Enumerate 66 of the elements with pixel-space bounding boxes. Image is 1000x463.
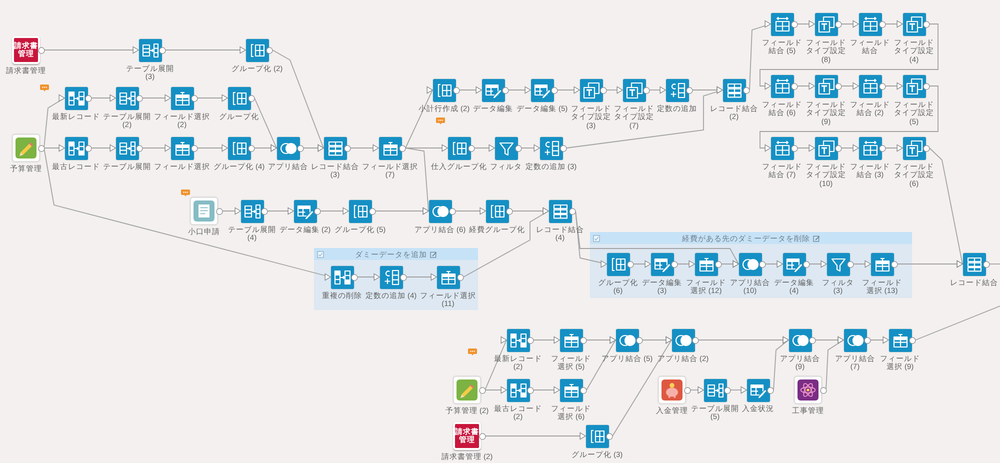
arrow (484, 386, 507, 394)
arrow (797, 20, 815, 28)
arrow (521, 144, 540, 152)
arrow (749, 20, 771, 90)
arrow (455, 207, 486, 215)
arrow (405, 86, 433, 148)
arrow (165, 46, 246, 54)
arrow (44, 144, 65, 152)
arrow (826, 336, 844, 390)
arrow (484, 432, 586, 440)
arrow (612, 336, 672, 436)
arrow (765, 260, 783, 268)
group-box (590, 232, 912, 298)
arrow (586, 336, 616, 390)
arrow (773, 336, 789, 390)
arrow (142, 144, 171, 152)
arrow (721, 260, 739, 268)
arrow (841, 144, 859, 152)
arrow (222, 207, 241, 215)
arrow (405, 144, 448, 152)
arrow (633, 260, 651, 268)
arrow (841, 82, 859, 90)
arrow (474, 144, 495, 152)
group-box (314, 248, 478, 310)
arrow (690, 386, 704, 394)
arrow (91, 94, 116, 102)
arrow (375, 207, 429, 215)
arrow (267, 207, 294, 215)
arrow (254, 144, 277, 152)
arrow (350, 144, 379, 152)
arrow (885, 144, 903, 152)
arrow (677, 260, 695, 268)
arrow (91, 144, 116, 152)
arrow (760, 24, 938, 90)
arrow (797, 82, 815, 90)
arrow (303, 144, 324, 152)
arrow (533, 336, 560, 344)
arrow (533, 386, 560, 394)
arrow (320, 207, 349, 215)
arrow (142, 94, 171, 102)
arrow (760, 86, 938, 152)
arrow (885, 20, 903, 28)
arrow (566, 86, 723, 148)
arrow (606, 86, 623, 94)
arrow (897, 260, 963, 268)
arrow (44, 94, 65, 148)
arrow (44, 46, 139, 54)
arrow (809, 260, 827, 268)
arrow (870, 336, 889, 344)
arrow (730, 386, 747, 394)
arrow (853, 260, 871, 268)
arrow (484, 336, 507, 390)
arrow (357, 273, 380, 281)
arrow (44, 148, 331, 281)
arrow (406, 273, 437, 281)
arrow (197, 94, 228, 102)
arrow (197, 144, 228, 152)
arrow (649, 86, 666, 94)
arrow (797, 144, 815, 152)
arrow (557, 86, 580, 94)
arrow (463, 207, 549, 278)
arrow (459, 86, 482, 94)
connector-line (915, 306, 1000, 340)
arrow (508, 86, 531, 94)
arrow (841, 20, 859, 28)
arrow (885, 82, 903, 90)
